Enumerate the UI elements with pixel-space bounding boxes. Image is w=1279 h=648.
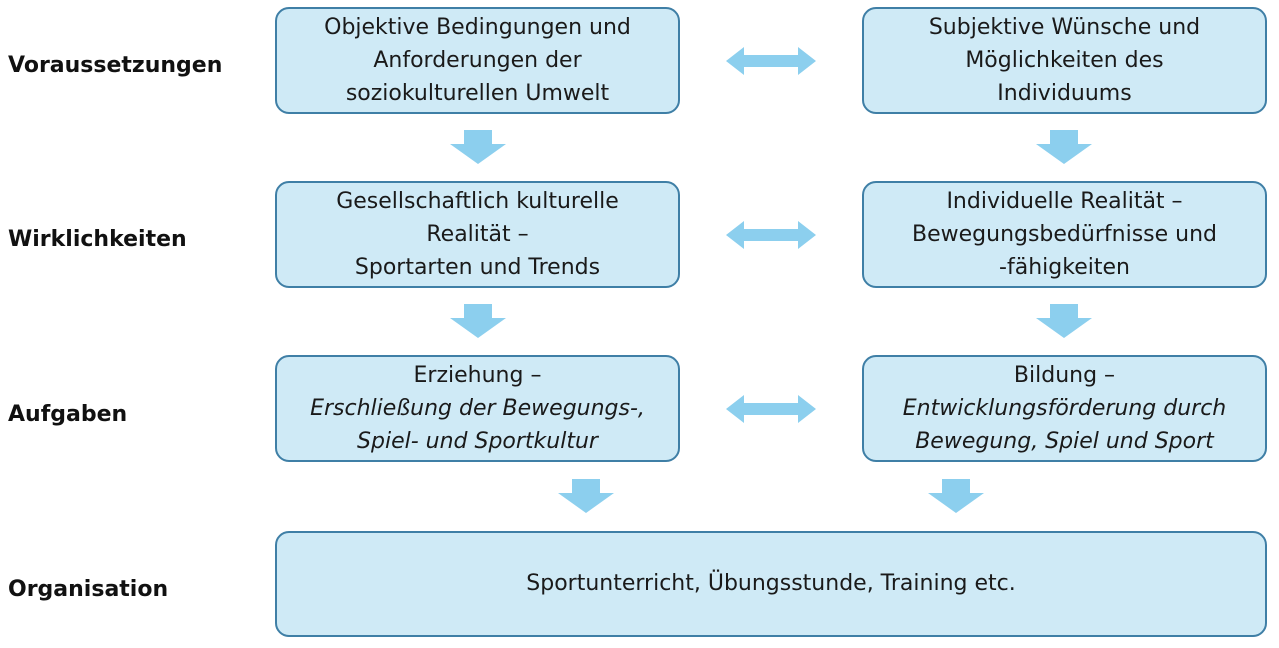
double-arrow-icon: [726, 395, 816, 423]
box-subjective-wishes: Subjektive Wünsche und Möglichkeiten des…: [862, 7, 1267, 114]
down-arrow-icon: [928, 479, 984, 513]
box-subtitle-line: Erschließung der Bewegungs-,: [310, 396, 645, 421]
down-arrow-icon: [1036, 130, 1092, 164]
box-individual-reality: Individuelle Realität – Bewegungsbedürfn…: [862, 181, 1267, 288]
box-erziehung-text: Erziehung – Erschließung der Bewegungs-,…: [310, 359, 645, 458]
row-label-voraussetzungen: Voraussetzungen: [8, 53, 223, 78]
box-subtitle-line: Spiel- und Sportkultur: [357, 429, 598, 454]
box-subtitle-line: Bewegung, Spiel und Sport: [915, 429, 1214, 454]
box-line: Anforderungen der: [373, 48, 582, 73]
box-line: soziokulturellen Umwelt: [345, 81, 610, 106]
box-line: Individuelle Realität –: [946, 189, 1183, 214]
box-line: Individuums: [997, 81, 1132, 106]
box-organisation: Sportunterricht, Übungsstunde, Training …: [275, 531, 1267, 637]
double-arrow-icon: [726, 47, 816, 75]
box-subjective-text: Subjektive Wünsche und Möglichkeiten des…: [929, 11, 1200, 110]
box-organisation-text: Sportunterricht, Übungsstunde, Training …: [526, 571, 1016, 596]
box-subtitle-line: Entwicklungsförderung durch: [902, 396, 1227, 421]
box-individual-text: Individuelle Realität – Bewegungsbedürfn…: [912, 185, 1217, 284]
box-line: Realität –: [426, 222, 529, 247]
box-objective-text: Objektive Bedingungen und Anforderungen …: [324, 11, 631, 110]
box-title: Bildung –: [1013, 363, 1116, 388]
down-arrow-icon: [450, 304, 506, 338]
box-line: Möglichkeiten des: [965, 48, 1164, 73]
row-label-aufgaben: Aufgaben: [8, 402, 128, 427]
down-arrow-icon: [558, 479, 614, 513]
double-arrow-icon: [726, 221, 816, 249]
box-erziehung: Erziehung – Erschließung der Bewegungs-,…: [275, 355, 680, 462]
box-line: Sportarten und Trends: [354, 255, 601, 280]
row-label-organisation: Organisation: [8, 577, 169, 602]
down-arrow-icon: [1036, 304, 1092, 338]
box-objective-conditions: Objektive Bedingungen und Anforderungen …: [275, 7, 680, 114]
box-line: Bewegungsbedürfnisse und: [912, 222, 1217, 247]
box-line: Subjektive Wünsche und: [928, 15, 1201, 40]
box-line: -fähigkeiten: [999, 255, 1130, 280]
box-title: Erziehung –: [413, 363, 542, 388]
box-line: Gesellschaftlich kulturelle: [336, 189, 619, 214]
box-societal-text: Gesellschaftlich kulturelle Realität – S…: [336, 185, 619, 284]
box-line: Objektive Bedingungen und: [324, 15, 631, 40]
box-societal-reality: Gesellschaftlich kulturelle Realität – S…: [275, 181, 680, 288]
down-arrow-icon: [450, 130, 506, 164]
box-bildung-text: Bildung – Entwicklungsförderung durch Be…: [903, 359, 1226, 458]
box-bildung: Bildung – Entwicklungsförderung durch Be…: [862, 355, 1267, 462]
row-label-wirklichkeiten: Wirklichkeiten: [8, 227, 187, 252]
